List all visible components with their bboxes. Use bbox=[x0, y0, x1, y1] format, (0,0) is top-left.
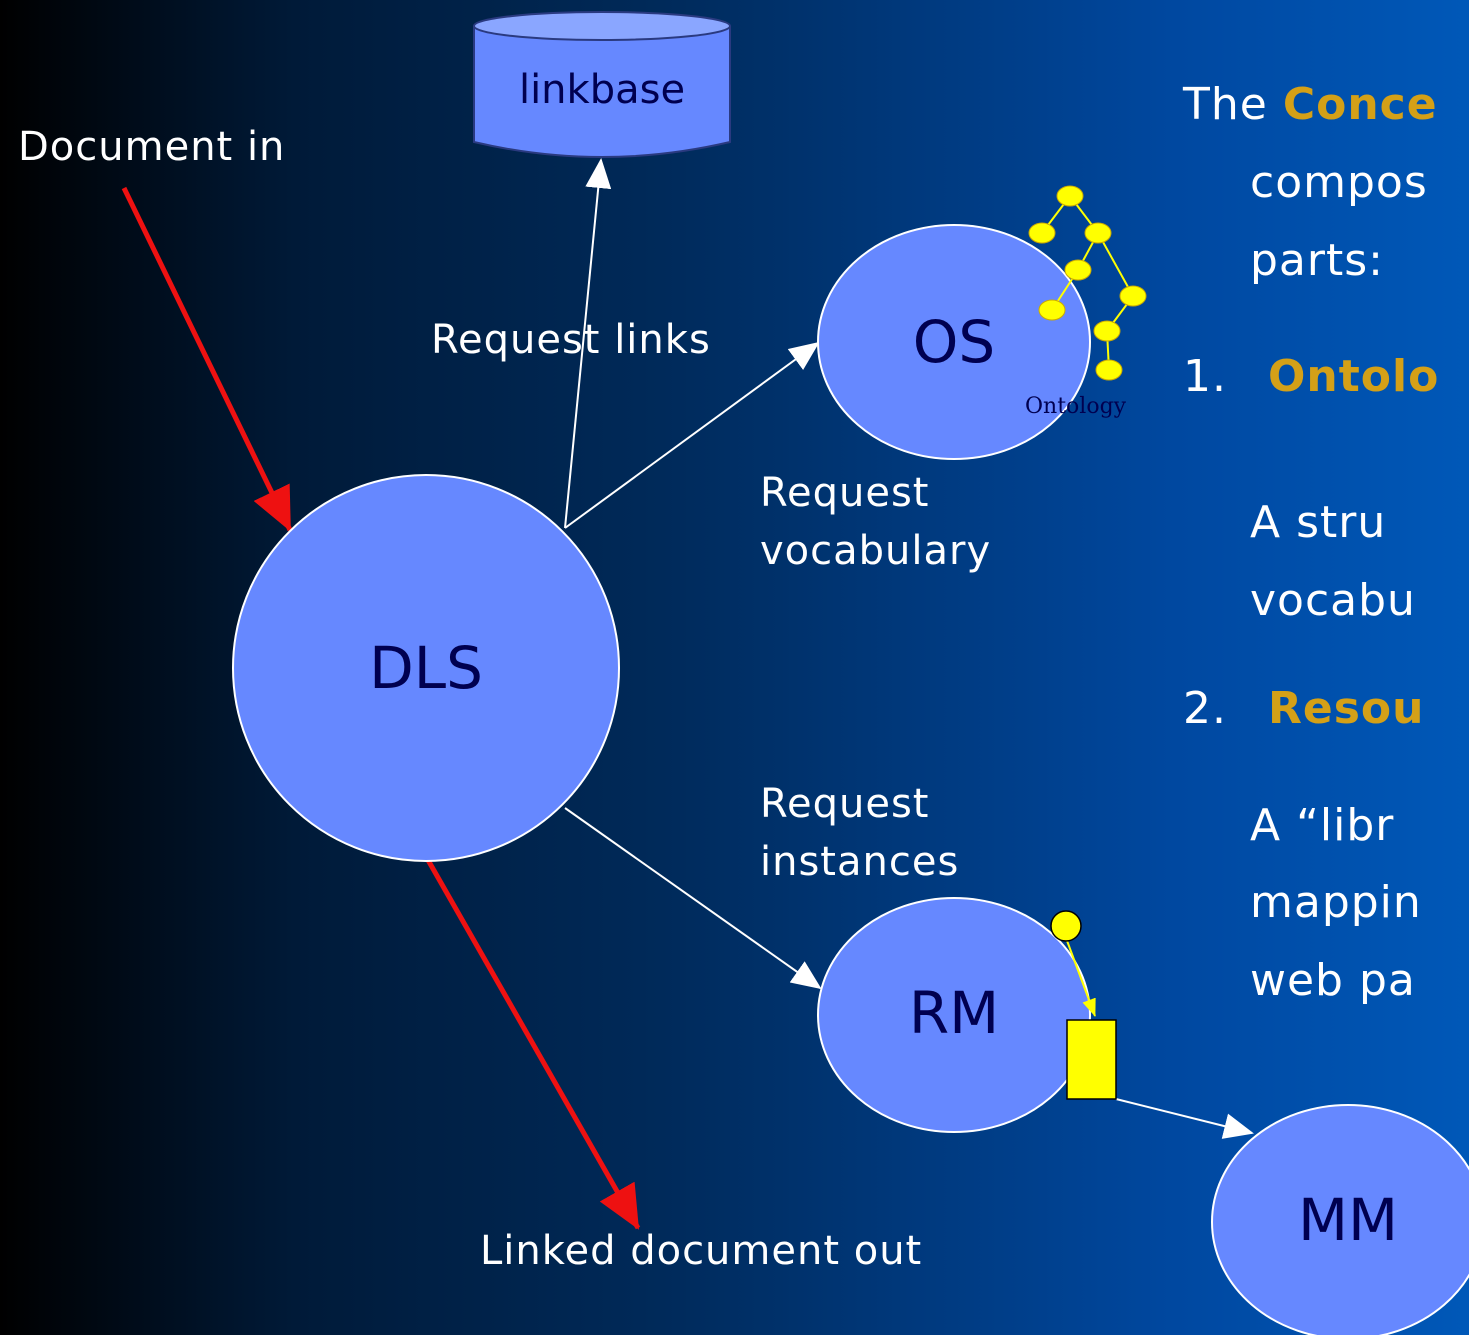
arrow-request-instances bbox=[564, 807, 822, 990]
linked-document-out-label: Linked document out bbox=[480, 1228, 923, 1274]
panel-line1-prefix: The bbox=[1183, 79, 1283, 130]
linkbase-label: linkbase bbox=[518, 67, 686, 113]
arrow-document-in bbox=[121, 186, 293, 532]
item1-desc-1: A stru bbox=[1250, 497, 1387, 548]
arrow-document-out bbox=[425, 858, 641, 1230]
request-links-label: Request links bbox=[431, 317, 711, 363]
item1-desc-2: vocabu bbox=[1250, 575, 1416, 626]
panel-line1: The Conce bbox=[1183, 76, 1438, 134]
item2-desc-1: A “libr bbox=[1250, 800, 1395, 851]
dls-node bbox=[232, 474, 620, 862]
rm-label: RM bbox=[908, 979, 1000, 1047]
resource-instance-icon bbox=[1050, 910, 1117, 1100]
item2-desc-2: mappin bbox=[1250, 877, 1422, 928]
ontology-label: Ontology bbox=[1025, 394, 1127, 419]
arrow-request-vocabulary bbox=[564, 341, 820, 529]
item1-number: 1. bbox=[1183, 351, 1227, 402]
item2-desc-3: web pa bbox=[1250, 955, 1416, 1006]
document-in-label: Document in bbox=[18, 124, 286, 170]
dls-label: DLS bbox=[369, 634, 483, 702]
request-vocabulary-label-1: Request bbox=[760, 470, 930, 516]
linkbase-database bbox=[473, 11, 731, 158]
request-instances-label-2: instances bbox=[760, 839, 960, 885]
arrow-request-links bbox=[564, 158, 612, 529]
item2-number: 2. bbox=[1183, 683, 1227, 734]
mm-label: MM bbox=[1297, 1186, 1399, 1254]
item1-title: Ontolo bbox=[1268, 351, 1440, 402]
os-label: OS bbox=[912, 308, 996, 376]
request-vocabulary-label-2: vocabulary bbox=[760, 528, 992, 574]
panel-line1-highlight: Conce bbox=[1282, 79, 1438, 130]
request-instances-label-1: Request bbox=[760, 781, 930, 827]
os-node bbox=[817, 224, 1091, 460]
mm-node bbox=[1211, 1104, 1469, 1335]
arrow-rm-to-mm bbox=[1115, 1098, 1254, 1139]
item2-title: Resou bbox=[1268, 683, 1425, 734]
panel-line2: compos bbox=[1250, 157, 1428, 208]
panel-line3: parts: bbox=[1250, 235, 1384, 286]
ontology-tree-icon bbox=[1028, 185, 1147, 381]
